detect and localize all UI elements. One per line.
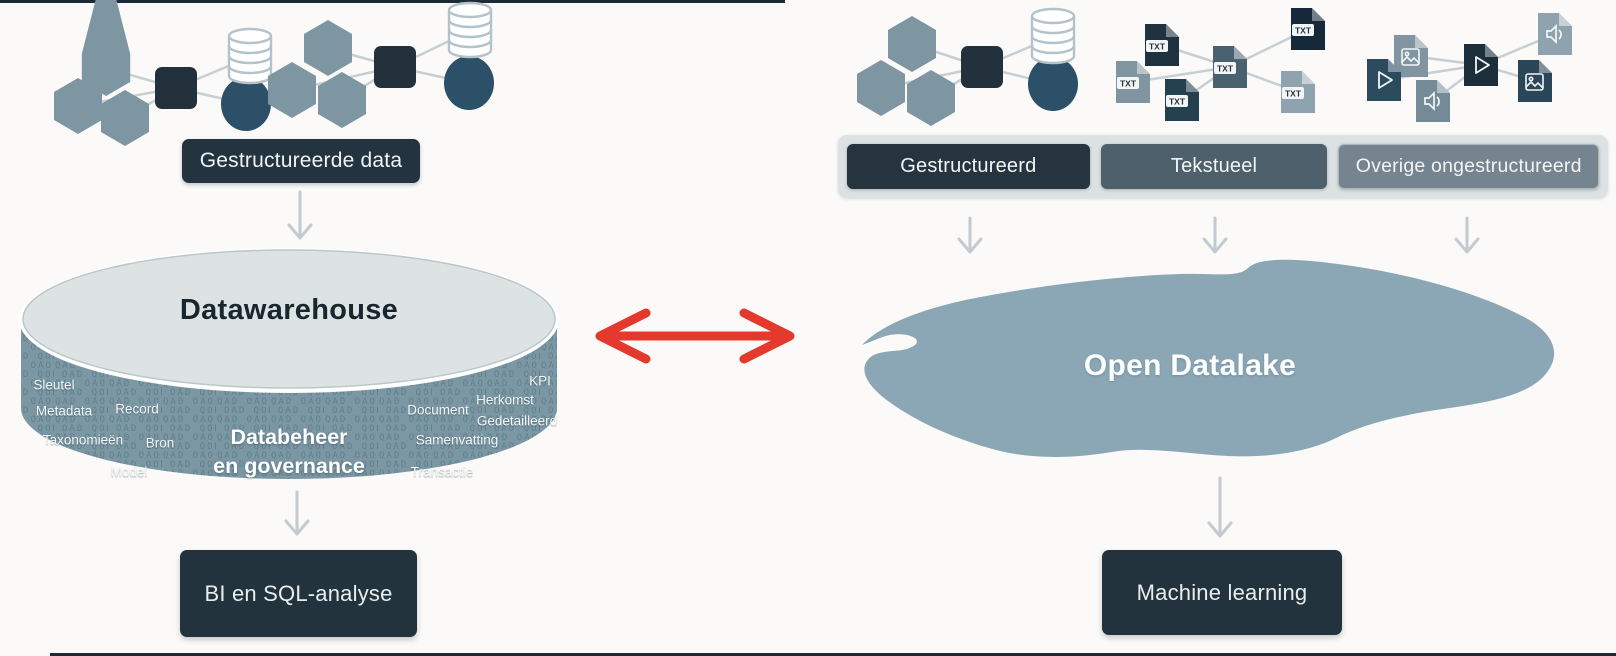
hexagon-node-icon <box>857 16 955 126</box>
circle-node-icon <box>221 77 271 131</box>
machine-learning-box: Machine learning <box>1102 550 1342 635</box>
band-tag-record: Record <box>115 401 159 417</box>
top-edge-strip <box>0 0 785 3</box>
governance-title: Databeheer en governance <box>154 423 424 481</box>
txt-file-icon: TXT <box>1281 71 1315 113</box>
structured-data-badge: Gestructureerde data <box>182 139 420 183</box>
open-datalake-title: Open Datalake <box>1083 349 1297 382</box>
band-tag-gedetailleerd: Gedetailleerd <box>476 413 558 429</box>
band-tag-transactie: Transactie <box>410 464 474 480</box>
database-cylinder-icon <box>447 1 493 59</box>
structured-data-cluster-2 <box>268 1 494 128</box>
circle-node-icon <box>444 56 494 110</box>
down-arrow-icon <box>284 190 1480 538</box>
hexagon-node-icon <box>54 0 149 146</box>
datalake-blob <box>862 259 1555 457</box>
band-tag-model: Model <box>110 464 148 480</box>
txt-file-icon: TXT <box>1213 46 1247 88</box>
circle-node-icon <box>1028 57 1078 111</box>
txt-file-icon: TXT <box>1165 79 1199 121</box>
video-file-icon <box>1464 44 1498 86</box>
structured-data-cluster-1 <box>54 0 273 146</box>
svg-text:TXT: TXT <box>1217 64 1234 74</box>
txt-file-icon: TXT <box>1291 8 1325 50</box>
band-tag-document: Document <box>407 402 469 418</box>
image-file-icon <box>1394 35 1428 77</box>
hexagon-node-icon <box>268 20 366 128</box>
band-tag-kpi: KPI <box>529 373 551 389</box>
datawarehouse-title: Datawarehouse <box>179 294 399 326</box>
governance-line-2: en governance <box>213 454 365 478</box>
band-tag-herkomst: Herkomst <box>476 392 534 408</box>
band-tag-bron: Bron <box>145 435 175 451</box>
svg-text:TXT: TXT <box>1295 26 1312 36</box>
bidirectional-arrow-icon <box>595 308 795 364</box>
image-file-icon <box>1518 60 1552 102</box>
datawarehouse-cylinder <box>19 248 559 479</box>
video-file-icon <box>1367 59 1401 101</box>
other-unstructured-badge: Overige ongestructureerd <box>1338 144 1599 189</box>
media-files-cluster <box>1367 13 1572 122</box>
textual-files-cluster: TXT TXT TXT TXT TXT TXT <box>1116 8 1325 121</box>
structured-data-cluster-3 <box>857 7 1078 126</box>
square-node-icon <box>961 46 1003 88</box>
square-node-icon <box>155 67 197 109</box>
band-tag-taxonomieen: Taxonomieën <box>42 432 124 448</box>
audio-file-icon <box>1416 80 1450 122</box>
governance-line-1: Databeheer <box>230 425 348 449</box>
database-cylinder-icon <box>1030 7 1076 65</box>
svg-text:TXT: TXT <box>1285 89 1302 99</box>
txt-file-icon: TXT <box>1145 24 1179 66</box>
square-node-icon <box>374 46 416 88</box>
textual-badge: Tekstueel <box>1100 144 1328 189</box>
band-tag-sleutel: Sleutel <box>33 377 75 393</box>
txt-file-icon: TXT <box>1116 61 1150 103</box>
svg-text:TXT: TXT <box>1120 79 1137 89</box>
band-tag-metadata: Metadata <box>35 403 93 419</box>
bottom-edge-strip <box>50 653 1616 656</box>
datatype-badges-bar: Gestructureerd Tekstueel Overige ongestr… <box>838 135 1608 198</box>
structured-badge: Gestructureerd <box>847 144 1090 189</box>
audio-file-icon <box>1538 13 1572 55</box>
svg-text:TXT: TXT <box>1169 97 1186 107</box>
band-tag-samenvatting: Samenvatting <box>415 432 499 448</box>
database-cylinder-icon <box>227 27 273 85</box>
svg-text:TXT: TXT <box>1149 42 1166 52</box>
bi-sql-analysis-box: BI en SQL-analyse <box>180 550 417 637</box>
